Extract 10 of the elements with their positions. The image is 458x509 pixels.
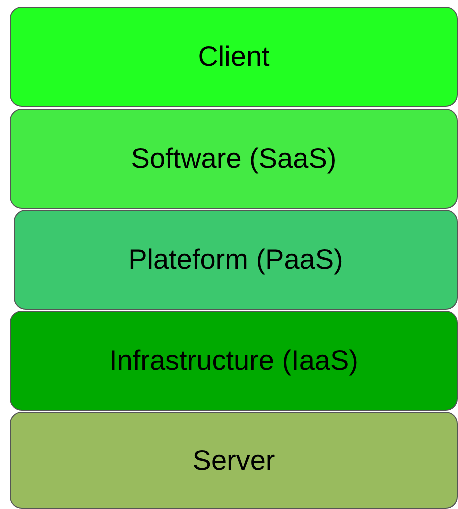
layer-label: Infrastructure (IaaS): [110, 344, 358, 378]
layer-box: [10, 7, 458, 107]
layer-box: [14, 210, 458, 310]
layer-label: Client: [198, 40, 270, 74]
layer-label: Plateform (PaaS): [128, 243, 344, 277]
layer-label: Server: [192, 444, 276, 478]
layer-label: Software (SaaS): [131, 142, 337, 176]
layer-box: [10, 311, 458, 411]
layer-box: [10, 412, 458, 509]
layer-box: [10, 109, 458, 209]
